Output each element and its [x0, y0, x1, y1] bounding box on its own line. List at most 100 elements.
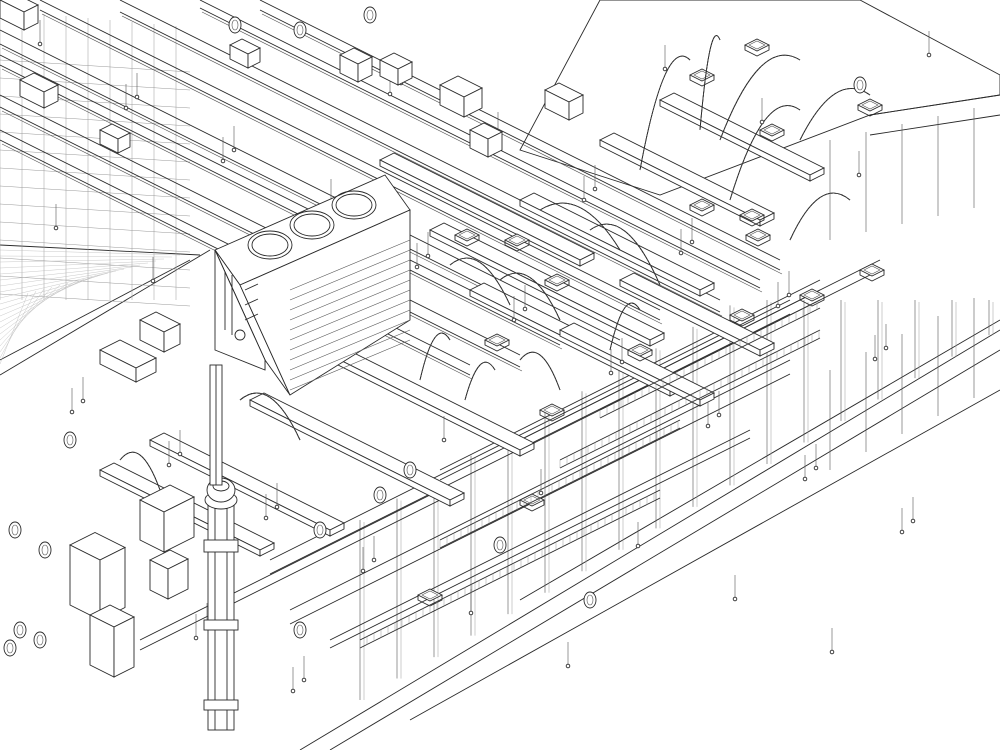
hanger-rod: [662, 45, 668, 72]
hanger-rod: [538, 469, 544, 496]
branch-duct: [658, 92, 826, 182]
hanger-rod: [608, 349, 614, 376]
hanger-rod: [829, 628, 835, 655]
diffuser-icon: [728, 308, 756, 327]
cable-trays: [359, 299, 821, 649]
hanger-rod: [635, 522, 641, 549]
flex-duct-icon: [449, 257, 511, 306]
pipe-fitting-icon: [3, 639, 17, 657]
diffuser-icon: [798, 288, 826, 307]
flex-duct-icon: [539, 202, 621, 251]
hanger-rod: [619, 338, 625, 365]
branch-duct: [518, 192, 716, 297]
fan-icon: [289, 210, 335, 240]
equipment-box: [228, 38, 262, 69]
diffuser-icon: [626, 343, 654, 362]
equipment-box: [98, 339, 158, 383]
flex-duct-icon: [699, 35, 721, 131]
diffuser-icon: [453, 228, 481, 247]
hanger-rod: [872, 335, 878, 362]
hanger-rod: [441, 416, 447, 443]
hanger-rod: [360, 547, 366, 574]
diffuser-icon: [543, 273, 571, 292]
equipment-box: [148, 549, 190, 600]
diffuser-icon: [858, 263, 886, 282]
mechanical-equipment: [0, 0, 585, 678]
hanger-rod: [522, 285, 528, 312]
hanger-rod: [80, 377, 86, 404]
equipment-box: [68, 531, 127, 621]
pipe-fitting-icon: [403, 461, 417, 479]
hanger-rod: [689, 218, 695, 245]
hanger-rod: [759, 98, 765, 125]
hanger-rod: [802, 455, 808, 482]
flex-duct-icon: [419, 332, 451, 381]
hanger-rod: [910, 497, 916, 524]
equipment-box: [543, 82, 585, 121]
flex-duct-icon: [589, 223, 661, 286]
hanger-rod: [716, 391, 722, 418]
hanger-rod: [468, 589, 474, 616]
branch-duct: [378, 152, 596, 267]
diffuser-icon: [688, 68, 716, 87]
flex-duct-icon: [639, 55, 691, 171]
cable-tray-icon: [439, 419, 681, 549]
diffuser-icon: [503, 233, 531, 252]
diffuser-icon: [744, 228, 772, 247]
hanger-rod: [883, 324, 889, 351]
equipment-box: [468, 122, 504, 158]
hanger-rod: [732, 575, 738, 602]
hanger-rod: [926, 31, 932, 58]
hanger-rod: [414, 243, 420, 270]
diffuser-icon: [416, 588, 444, 607]
flex-duct-icon: [799, 87, 871, 141]
pipe-fitting-icon: [13, 621, 27, 639]
hanger-rod: [123, 84, 129, 111]
hanger-rod: [581, 176, 587, 203]
flex-duct-icon: [119, 451, 161, 491]
hanger-rod: [813, 444, 819, 471]
hanger-rod: [263, 494, 269, 521]
pipe-fitting-icon: [293, 21, 307, 39]
hanger-rod: [231, 126, 237, 153]
equipment-box: [98, 123, 132, 154]
flex-duct-icon: [789, 192, 851, 241]
rooftop-unit-icon: [214, 174, 411, 396]
flex-duct-icon: [609, 302, 641, 351]
pipe-fitting-icon: [228, 16, 242, 34]
flexible-ducts: [119, 35, 871, 491]
flex-duct-icon: [729, 105, 801, 201]
diffuser-icon: [856, 98, 884, 117]
diffuser-icon: [688, 198, 716, 217]
cable-tray-icon: [559, 329, 821, 469]
flex-duct-icon: [499, 272, 561, 321]
hanger-rod: [705, 402, 711, 429]
hanger-rod: [856, 151, 862, 178]
hanger-rod: [53, 204, 59, 231]
diffuser-icon: [538, 403, 566, 422]
pipe-fitting-icon: [63, 431, 77, 449]
branch-duct: [618, 272, 776, 357]
flex-duct-icon: [519, 351, 561, 391]
pipe-fitting-icon: [583, 591, 597, 609]
fan-icon: [331, 190, 377, 220]
hanger-rod: [425, 232, 431, 259]
equipment-box: [438, 75, 484, 118]
hanger-rod: [565, 642, 571, 669]
equipment-box: [18, 72, 60, 109]
ceiling-diffusers: [416, 38, 886, 607]
pipe-fitting-icon: [38, 541, 52, 559]
diffuser-icon: [743, 38, 771, 57]
hanger-rod: [678, 229, 684, 256]
equipment-box: [88, 604, 136, 678]
hanger-rod: [274, 483, 280, 510]
cable-tray-icon: [359, 489, 661, 649]
hanger-rod: [290, 667, 296, 694]
equipment-box: [138, 484, 196, 553]
pipe-fitting-icon: [493, 536, 507, 554]
hanger-rod: [69, 388, 75, 415]
pipe-fitting-icon: [373, 486, 387, 504]
